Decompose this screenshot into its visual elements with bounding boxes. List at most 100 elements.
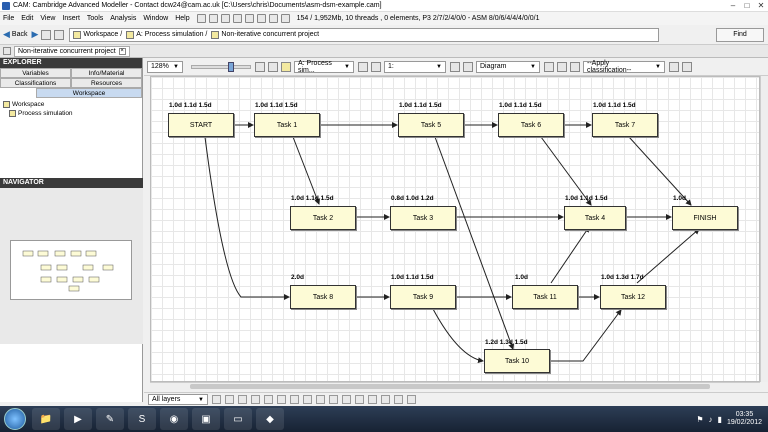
navigator-thumbnail[interactable] [10, 240, 132, 300]
distribute-icon[interactable] [342, 395, 351, 404]
node-finish[interactable]: FINISH [672, 206, 738, 230]
home-icon[interactable] [54, 29, 65, 40]
menu-window[interactable]: Window [143, 15, 169, 22]
menu-edit[interactable]: Edit [21, 15, 34, 22]
node-task-11[interactable]: Task 11 [512, 285, 578, 309]
cut-icon[interactable] [232, 14, 242, 23]
add-link-icon[interactable] [238, 395, 247, 404]
photo-taskbar-icon[interactable]: ▣ [192, 408, 220, 430]
node-task-1[interactable]: Task 1 [254, 113, 320, 137]
back-button[interactable]: ◀ Back [3, 29, 27, 40]
tab-workspace[interactable]: Workspace [36, 88, 142, 98]
breadcrumb-workspace[interactable]: Workspace / [83, 31, 123, 38]
grid-icon[interactable] [268, 61, 278, 72]
start-button[interactable] [4, 408, 26, 430]
align-middle-icon[interactable] [316, 395, 325, 404]
up-icon[interactable] [41, 29, 52, 40]
minimize-button[interactable]: – [730, 1, 736, 10]
view-select[interactable]: Diagram▼ [476, 60, 540, 73]
connect-icon[interactable] [251, 395, 260, 404]
add-node-icon[interactable] [225, 395, 234, 404]
save-icon[interactable] [220, 14, 230, 23]
classification-select[interactable]: --Apply classification--▼ [583, 60, 665, 74]
paste-icon[interactable] [256, 14, 266, 23]
palette-icon[interactable] [669, 61, 679, 72]
node-start[interactable]: START [168, 113, 234, 137]
align-center-icon[interactable] [277, 395, 286, 404]
node-task-9[interactable]: Task 9 [390, 285, 456, 309]
menu-tools[interactable]: Tools [86, 15, 104, 22]
fit-icon[interactable] [557, 61, 567, 72]
node-task-2[interactable]: Task 2 [290, 206, 356, 230]
zoom-slider-handle[interactable] [228, 61, 234, 72]
undo-icon[interactable] [268, 14, 278, 23]
app-taskbar-icon[interactable]: ◆ [256, 408, 284, 430]
node-task-3[interactable]: Task 3 [390, 206, 456, 230]
explorer-taskbar-icon[interactable]: 📁 [32, 408, 60, 430]
media-player-taskbar-icon[interactable]: ▶ [64, 408, 92, 430]
tab-info-material[interactable]: Info/Material [71, 68, 142, 78]
layout-icon[interactable] [544, 61, 554, 72]
chrome-taskbar-icon[interactable]: ◉ [160, 408, 188, 430]
up-arrow-icon[interactable] [450, 61, 460, 72]
open-folder-icon[interactable] [208, 14, 218, 23]
node-task-7[interactable]: Task 7 [592, 113, 658, 137]
close-button[interactable]: ✕ [757, 1, 765, 10]
node-task-6[interactable]: Task 6 [498, 113, 564, 137]
close-tab-icon[interactable]: × [118, 47, 126, 55]
node-task-5[interactable]: Task 5 [398, 113, 464, 137]
export-icon[interactable] [682, 61, 692, 72]
menu-view[interactable]: View [40, 15, 56, 22]
tree-item-workspace[interactable]: Workspace [3, 100, 139, 109]
document-tab[interactable]: Non-iterative concurrent project × [14, 45, 130, 57]
group-icon[interactable] [355, 395, 364, 404]
flag-icon[interactable]: ⚑ [696, 414, 704, 424]
menu-insert[interactable]: Insert [62, 15, 80, 22]
maximize-button[interactable]: □ [744, 1, 750, 10]
node-task-12[interactable]: Task 12 [600, 285, 666, 309]
align-top-icon[interactable] [303, 395, 312, 404]
menu-help[interactable]: Help [175, 15, 190, 22]
network-icon[interactable]: ▮ [717, 414, 722, 424]
scroll-thumb[interactable] [190, 384, 710, 389]
calendar-icon[interactable] [570, 61, 580, 72]
arrow-icon[interactable] [463, 61, 473, 72]
breadcrumb[interactable]: Workspace / A: Process simulation / Non-… [69, 27, 660, 42]
menu-file[interactable]: File [3, 15, 15, 22]
bring-front-icon[interactable] [381, 395, 390, 404]
zoom-slider[interactable] [191, 61, 251, 72]
tab-classifications[interactable]: Classifications [0, 78, 71, 88]
node-task-8[interactable]: Task 8 [290, 285, 356, 309]
diagram-canvas[interactable]: 1.0d 1.1d 1.5d START 1.0d 1.1d 1.5d Task… [150, 76, 760, 382]
process-select[interactable]: A: Process sim...▼ [294, 60, 354, 74]
level-select[interactable]: 1:▼ [384, 60, 446, 73]
layers-select[interactable]: All layers▼ [148, 394, 208, 405]
horizontal-scrollbar[interactable] [150, 382, 760, 390]
zoom-select[interactable]: 128%▼ [147, 60, 183, 73]
menu-analysis[interactable]: Analysis [110, 15, 137, 22]
delete-icon[interactable] [407, 395, 416, 404]
tab-resources[interactable]: Resources [71, 78, 142, 88]
clock[interactable]: 03:35 19/02/2012 [727, 411, 762, 427]
tree-item-process-simulation[interactable]: Process simulation [3, 109, 139, 118]
link-icon[interactable] [358, 61, 368, 72]
redo-icon[interactable] [280, 14, 290, 23]
align-bottom-icon[interactable] [329, 395, 338, 404]
cam-taskbar-icon[interactable]: ▭ [224, 408, 252, 430]
vertical-scrollbar[interactable] [760, 76, 768, 382]
node-task-10[interactable]: Task 10 [484, 349, 550, 373]
folder-icon[interactable] [371, 61, 381, 72]
send-back-icon[interactable] [394, 395, 403, 404]
volume-icon[interactable]: ♪ [708, 414, 713, 424]
pointer-tool-icon[interactable] [212, 395, 221, 404]
ungroup-icon[interactable] [368, 395, 377, 404]
breadcrumb-process[interactable]: A: Process simulation / [136, 31, 208, 38]
paint-taskbar-icon[interactable]: ✎ [96, 408, 124, 430]
copy-icon[interactable] [244, 14, 254, 23]
align-left-icon[interactable] [264, 395, 273, 404]
node-task-4[interactable]: Task 4 [564, 206, 626, 230]
align-right-icon[interactable] [290, 395, 299, 404]
forward-arrow-icon[interactable]: ▶ [31, 29, 39, 39]
zoom-icon[interactable] [255, 61, 265, 72]
breadcrumb-current[interactable]: Non-iterative concurrent project [221, 31, 320, 38]
